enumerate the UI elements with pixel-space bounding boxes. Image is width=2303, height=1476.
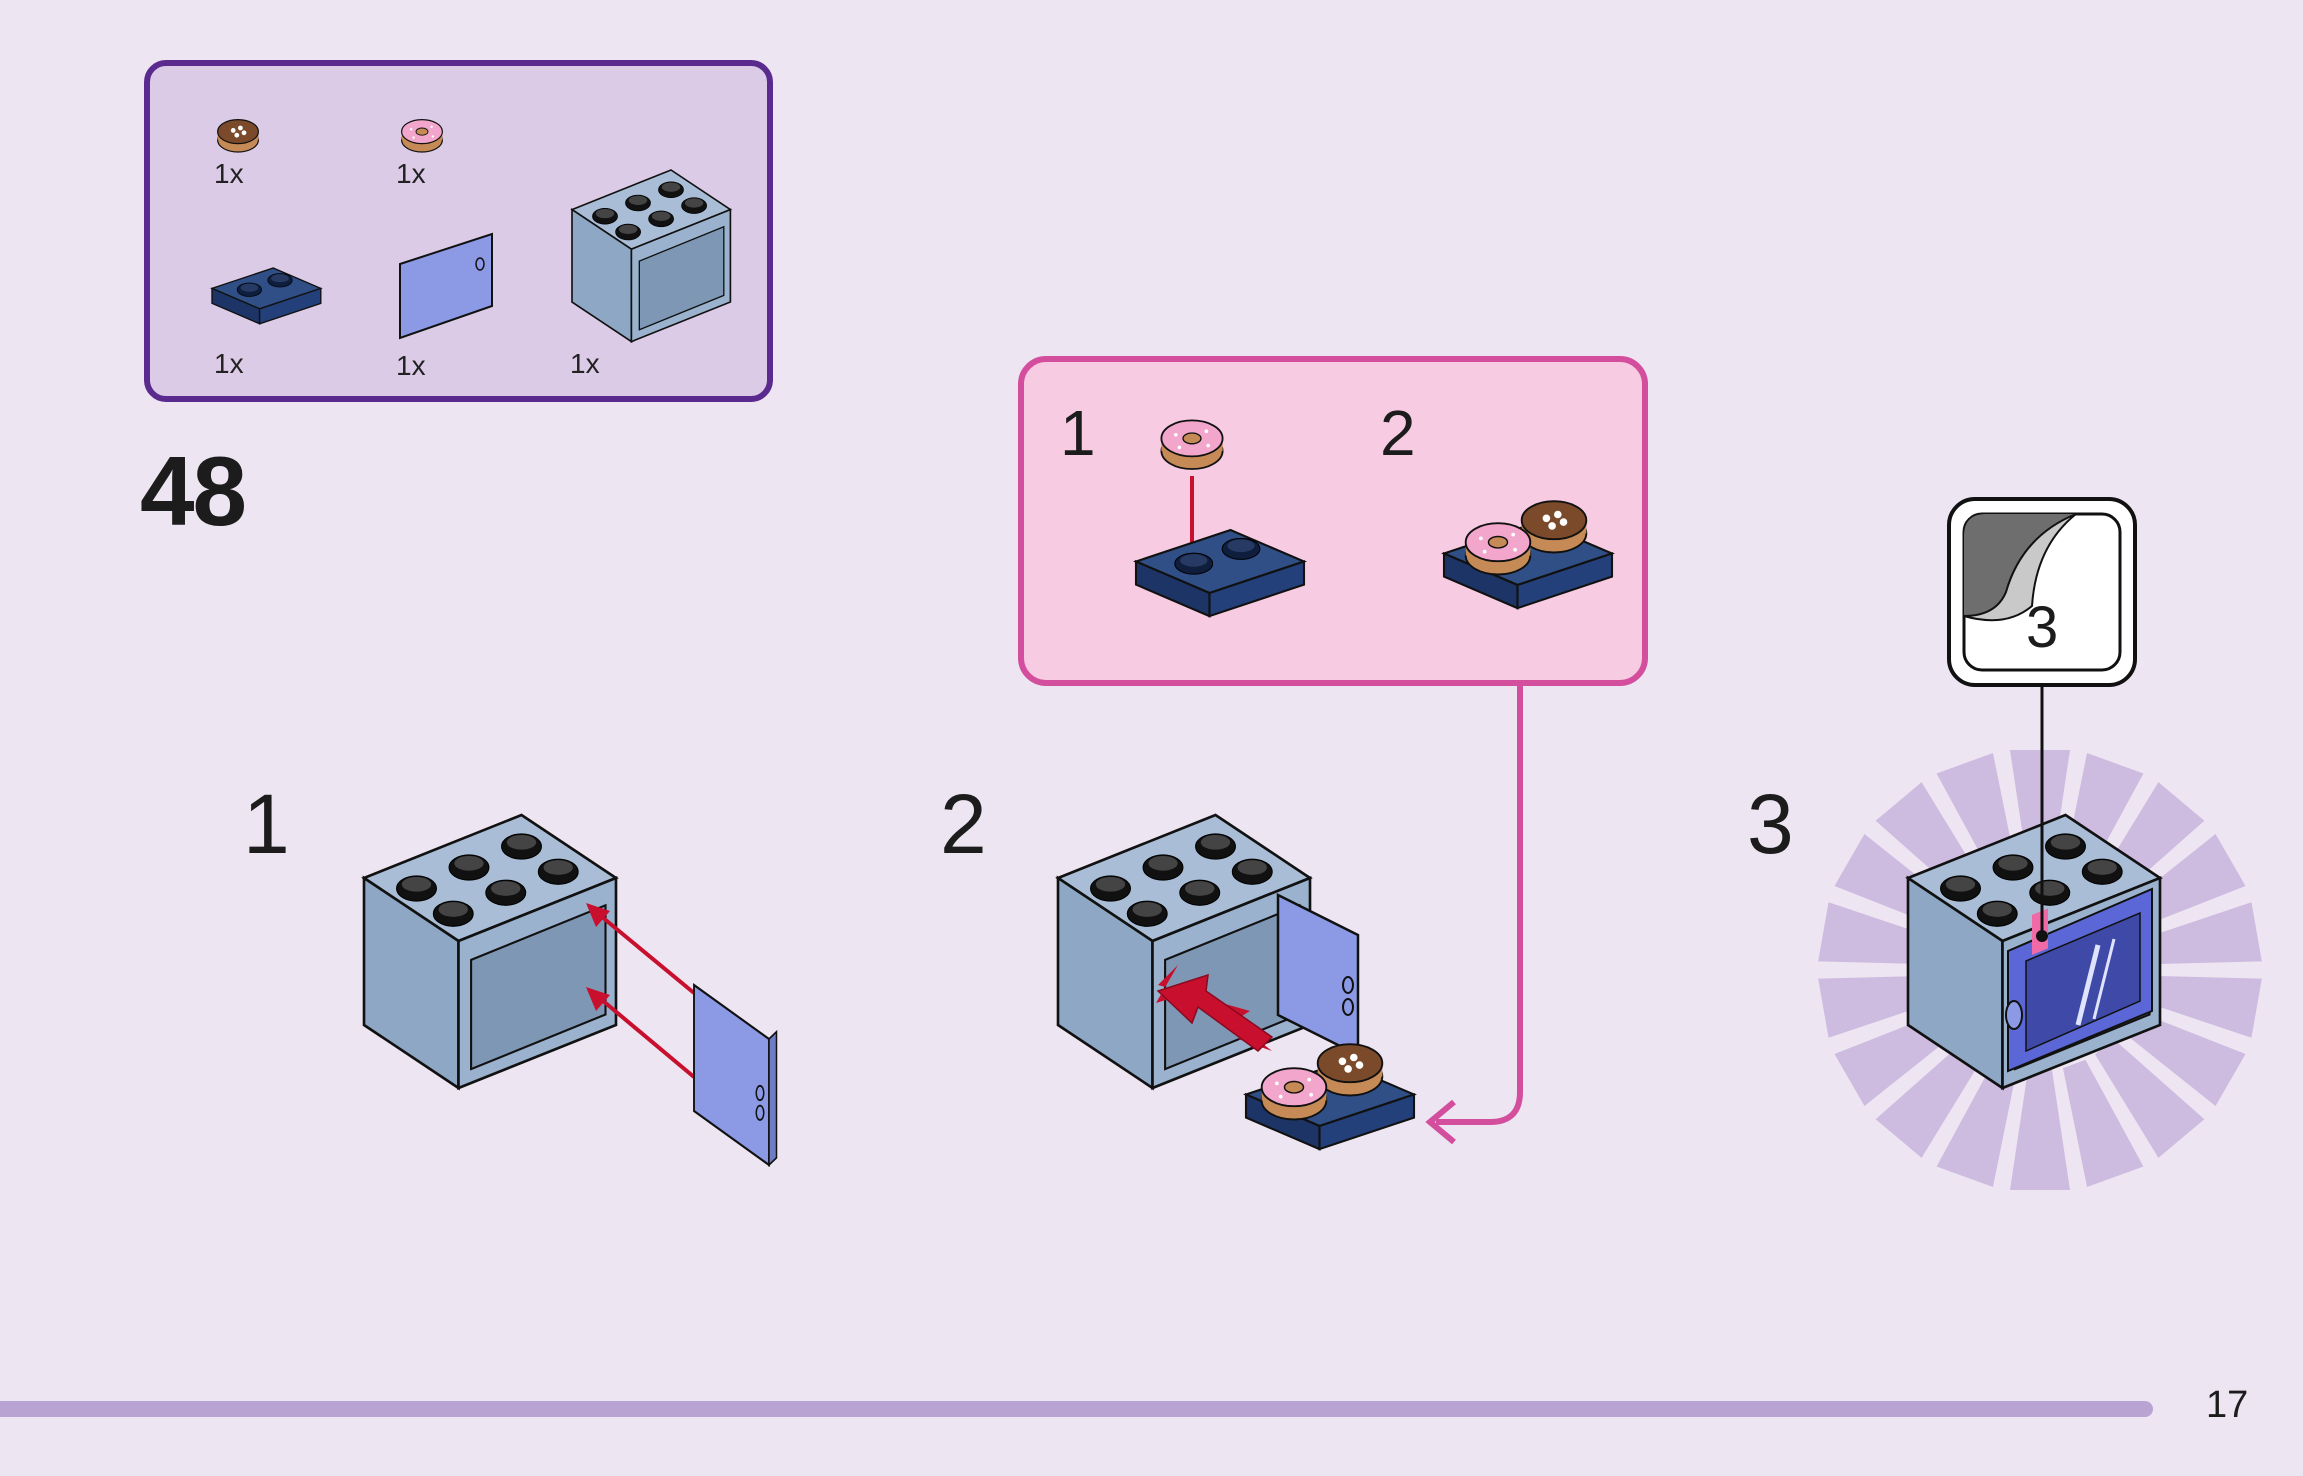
blue-oven-door-part-image <box>399 232 493 340</box>
part-qty-blue-oven-door: 1x <box>396 350 426 381</box>
parts-list-box: 1x 1x 1x 1x 1x <box>144 60 773 402</box>
dark-blue-plate-part-image <box>211 267 322 325</box>
pink-donut-part-image <box>401 118 443 153</box>
step-number: 48 <box>140 436 247 546</box>
part-qty-chocolate-donut: 1x <box>214 158 244 189</box>
sub-assembly-connector <box>1425 686 1523 1145</box>
substep-number-2: 2 <box>1380 397 1416 469</box>
part-qty-oven-cupboard: 1x <box>570 348 600 379</box>
chocolate-donut-part-image <box>217 118 259 153</box>
sticker-number: 3 <box>2026 595 2059 660</box>
build-step-1-illustration <box>362 813 778 1167</box>
build-step-3-illustration <box>1906 813 2162 1090</box>
page-number: 17 <box>2206 1384 2249 1426</box>
part-qty-pink-donut: 1x <box>396 158 426 189</box>
substep-number-1: 1 <box>1060 397 1096 469</box>
build-step-number-1: 1 <box>243 777 290 871</box>
oven-cupboard-part-image <box>571 169 732 343</box>
build-step-number-3: 3 <box>1747 777 1794 871</box>
substep-2-illustration <box>1442 500 1614 610</box>
build-step-number-2: 2 <box>940 777 987 871</box>
substep-1-illustration <box>1134 419 1306 618</box>
footer-bar <box>0 1401 2153 1417</box>
part-qty-dark-blue-plate: 1x <box>214 348 244 379</box>
sticker-callout <box>1947 497 2137 942</box>
build-step-2-illustration <box>1056 813 1416 1151</box>
sub-assembly-box: 1 2 <box>1018 356 1648 686</box>
